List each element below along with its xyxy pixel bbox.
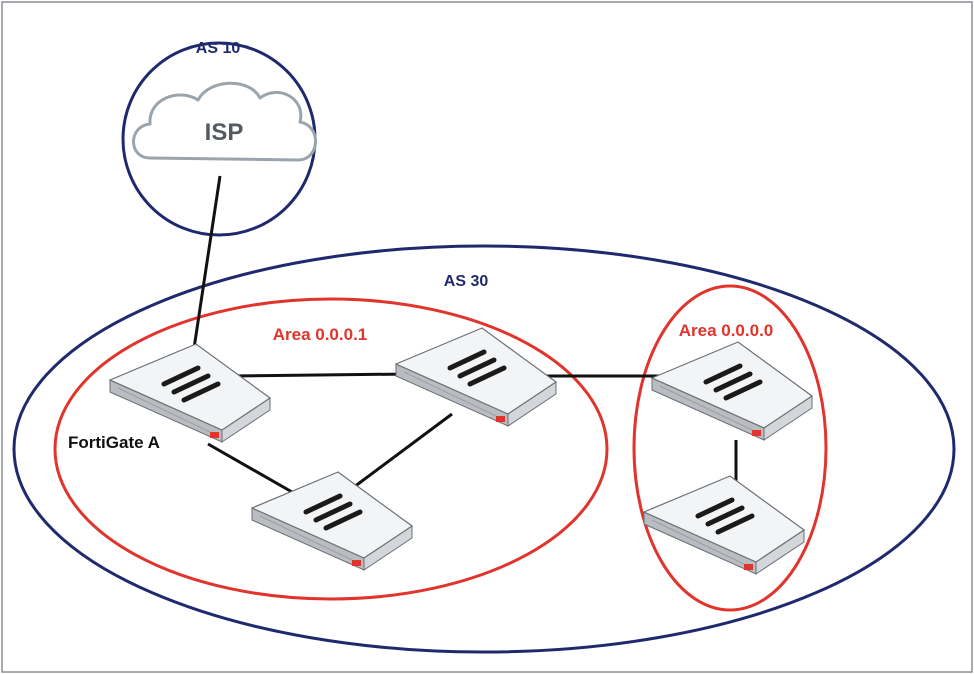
link-area1-top-area1-bottom: [349, 412, 453, 492]
firewall-fortigate-a: [110, 344, 270, 442]
firewall-area0-top: [652, 342, 812, 440]
fortigate-a-label: FortiGate A: [68, 433, 160, 452]
link-fortigate-a-area1-bottom: [207, 442, 293, 494]
as10-label: AS 10: [196, 40, 241, 57]
link-isp-fortigate-a: [191, 175, 222, 356]
firewall-device-icon: [652, 342, 812, 440]
area0-label: Area 0.0.0.0: [679, 321, 774, 340]
firewall-area1-bottom: [252, 472, 412, 570]
firewall-device-icon: [396, 328, 556, 426]
area1-boundary: [53, 297, 609, 601]
as30-label: AS 30: [444, 273, 489, 290]
firewall-area1-top: [396, 328, 556, 426]
firewall-device-icon: [110, 344, 270, 442]
area1-label: Area 0.0.0.1: [273, 325, 368, 344]
as30-boundary: [12, 244, 956, 654]
firewall-device-icon: [644, 476, 804, 574]
link-fortigate-a-area1-top: [229, 372, 411, 378]
firewall-area0-bottom: [644, 476, 804, 574]
firewall-device-icon: [252, 472, 412, 570]
area0-boundary: [632, 284, 828, 612]
cloud-icon: [132, 81, 317, 162]
isp-label: ISP: [205, 119, 244, 146]
